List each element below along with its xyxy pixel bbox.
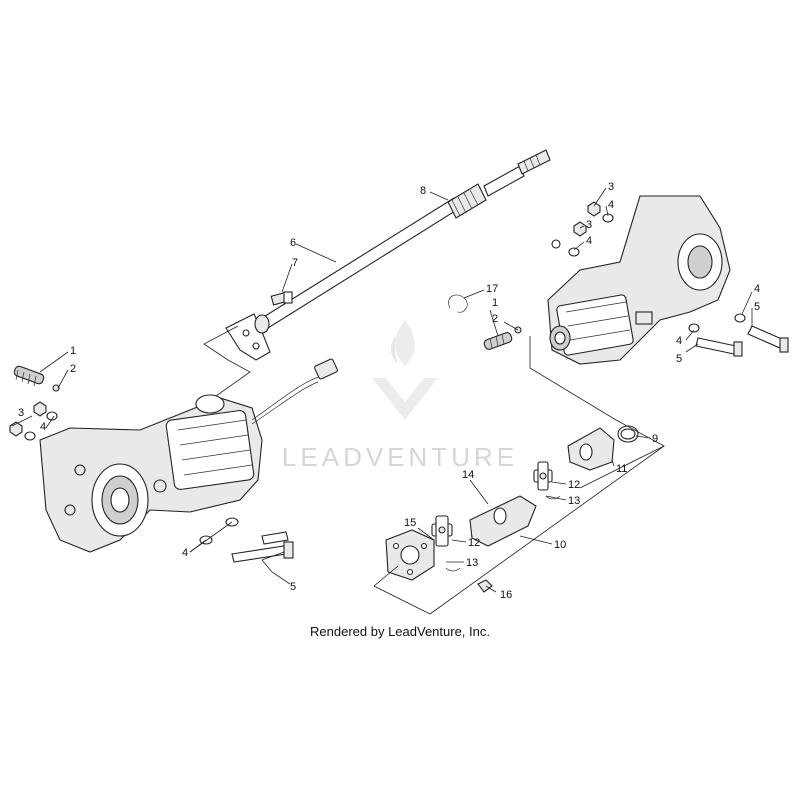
callout-2-rear-fitting: 2 bbox=[492, 313, 498, 325]
callout-5-rear-right-bolt: 5 bbox=[754, 301, 760, 313]
callout-12-u-joint-lower: 12 bbox=[468, 537, 480, 549]
callout-15-flange: 15 bbox=[404, 517, 416, 529]
callout-16-flange-bolt: 16 bbox=[500, 589, 512, 601]
callout-14-yoke: 14 bbox=[462, 469, 474, 481]
callout-3-rear-nut: 3 bbox=[586, 219, 592, 231]
callout-labels: 1 2 3 4 4 5 6 7 8 3 4 3 4 17 1 2 4 5 4 5… bbox=[18, 181, 760, 601]
callout-17-snap-ring: 17 bbox=[486, 283, 498, 295]
callout-3-rear-nut-top: 3 bbox=[608, 181, 614, 193]
callout-11-yoke: 11 bbox=[616, 463, 627, 475]
callout-2-front-fitting: 2 bbox=[70, 363, 76, 375]
watermark: LEADVENTURE bbox=[282, 320, 518, 472]
watermark-logo-icon bbox=[372, 320, 438, 420]
callout-4-front-lower-washer: 4 bbox=[182, 547, 188, 559]
callout-3-front-nut: 3 bbox=[18, 407, 24, 419]
callout-13-clip-lower: 13 bbox=[466, 557, 478, 569]
callout-1-rear-breather: 1 bbox=[492, 297, 498, 309]
watermark-text: LEADVENTURE bbox=[282, 442, 518, 472]
callout-5-front-bolt: 5 bbox=[290, 581, 296, 593]
callout-13-clip-upper: 13 bbox=[568, 495, 580, 507]
rear-gearcase bbox=[448, 195, 789, 365]
render-credit: Rendered by LeadVenture, Inc. bbox=[310, 624, 490, 639]
callout-1-front-breather: 1 bbox=[70, 345, 76, 357]
callout-4-rear-washer-top: 4 bbox=[608, 199, 614, 211]
callout-12-u-joint-upper: 12 bbox=[568, 479, 580, 491]
callout-8-cv-boot: 8 bbox=[420, 185, 426, 197]
callout-4-rear-lower-washer: 4 bbox=[676, 335, 682, 347]
leader-lines bbox=[11, 187, 753, 585]
callout-10-coupler-assembly: 10 bbox=[554, 539, 566, 551]
callout-9-o-ring: 9 bbox=[652, 433, 658, 445]
callout-6-driveshaft: 6 bbox=[290, 237, 296, 249]
callout-7-shaft-bolt: 7 bbox=[292, 257, 298, 269]
callout-4-rear-right-washer: 4 bbox=[754, 283, 760, 295]
group-brackets bbox=[203, 325, 665, 615]
callout-4-front-washer: 4 bbox=[40, 421, 46, 433]
coupler-parts bbox=[385, 425, 639, 593]
driveshaft-assembly bbox=[225, 149, 551, 361]
callout-4-rear-washer: 4 bbox=[586, 235, 592, 247]
front-gearcase bbox=[9, 358, 338, 563]
callout-5-rear-lower-bolt: 5 bbox=[676, 353, 682, 365]
